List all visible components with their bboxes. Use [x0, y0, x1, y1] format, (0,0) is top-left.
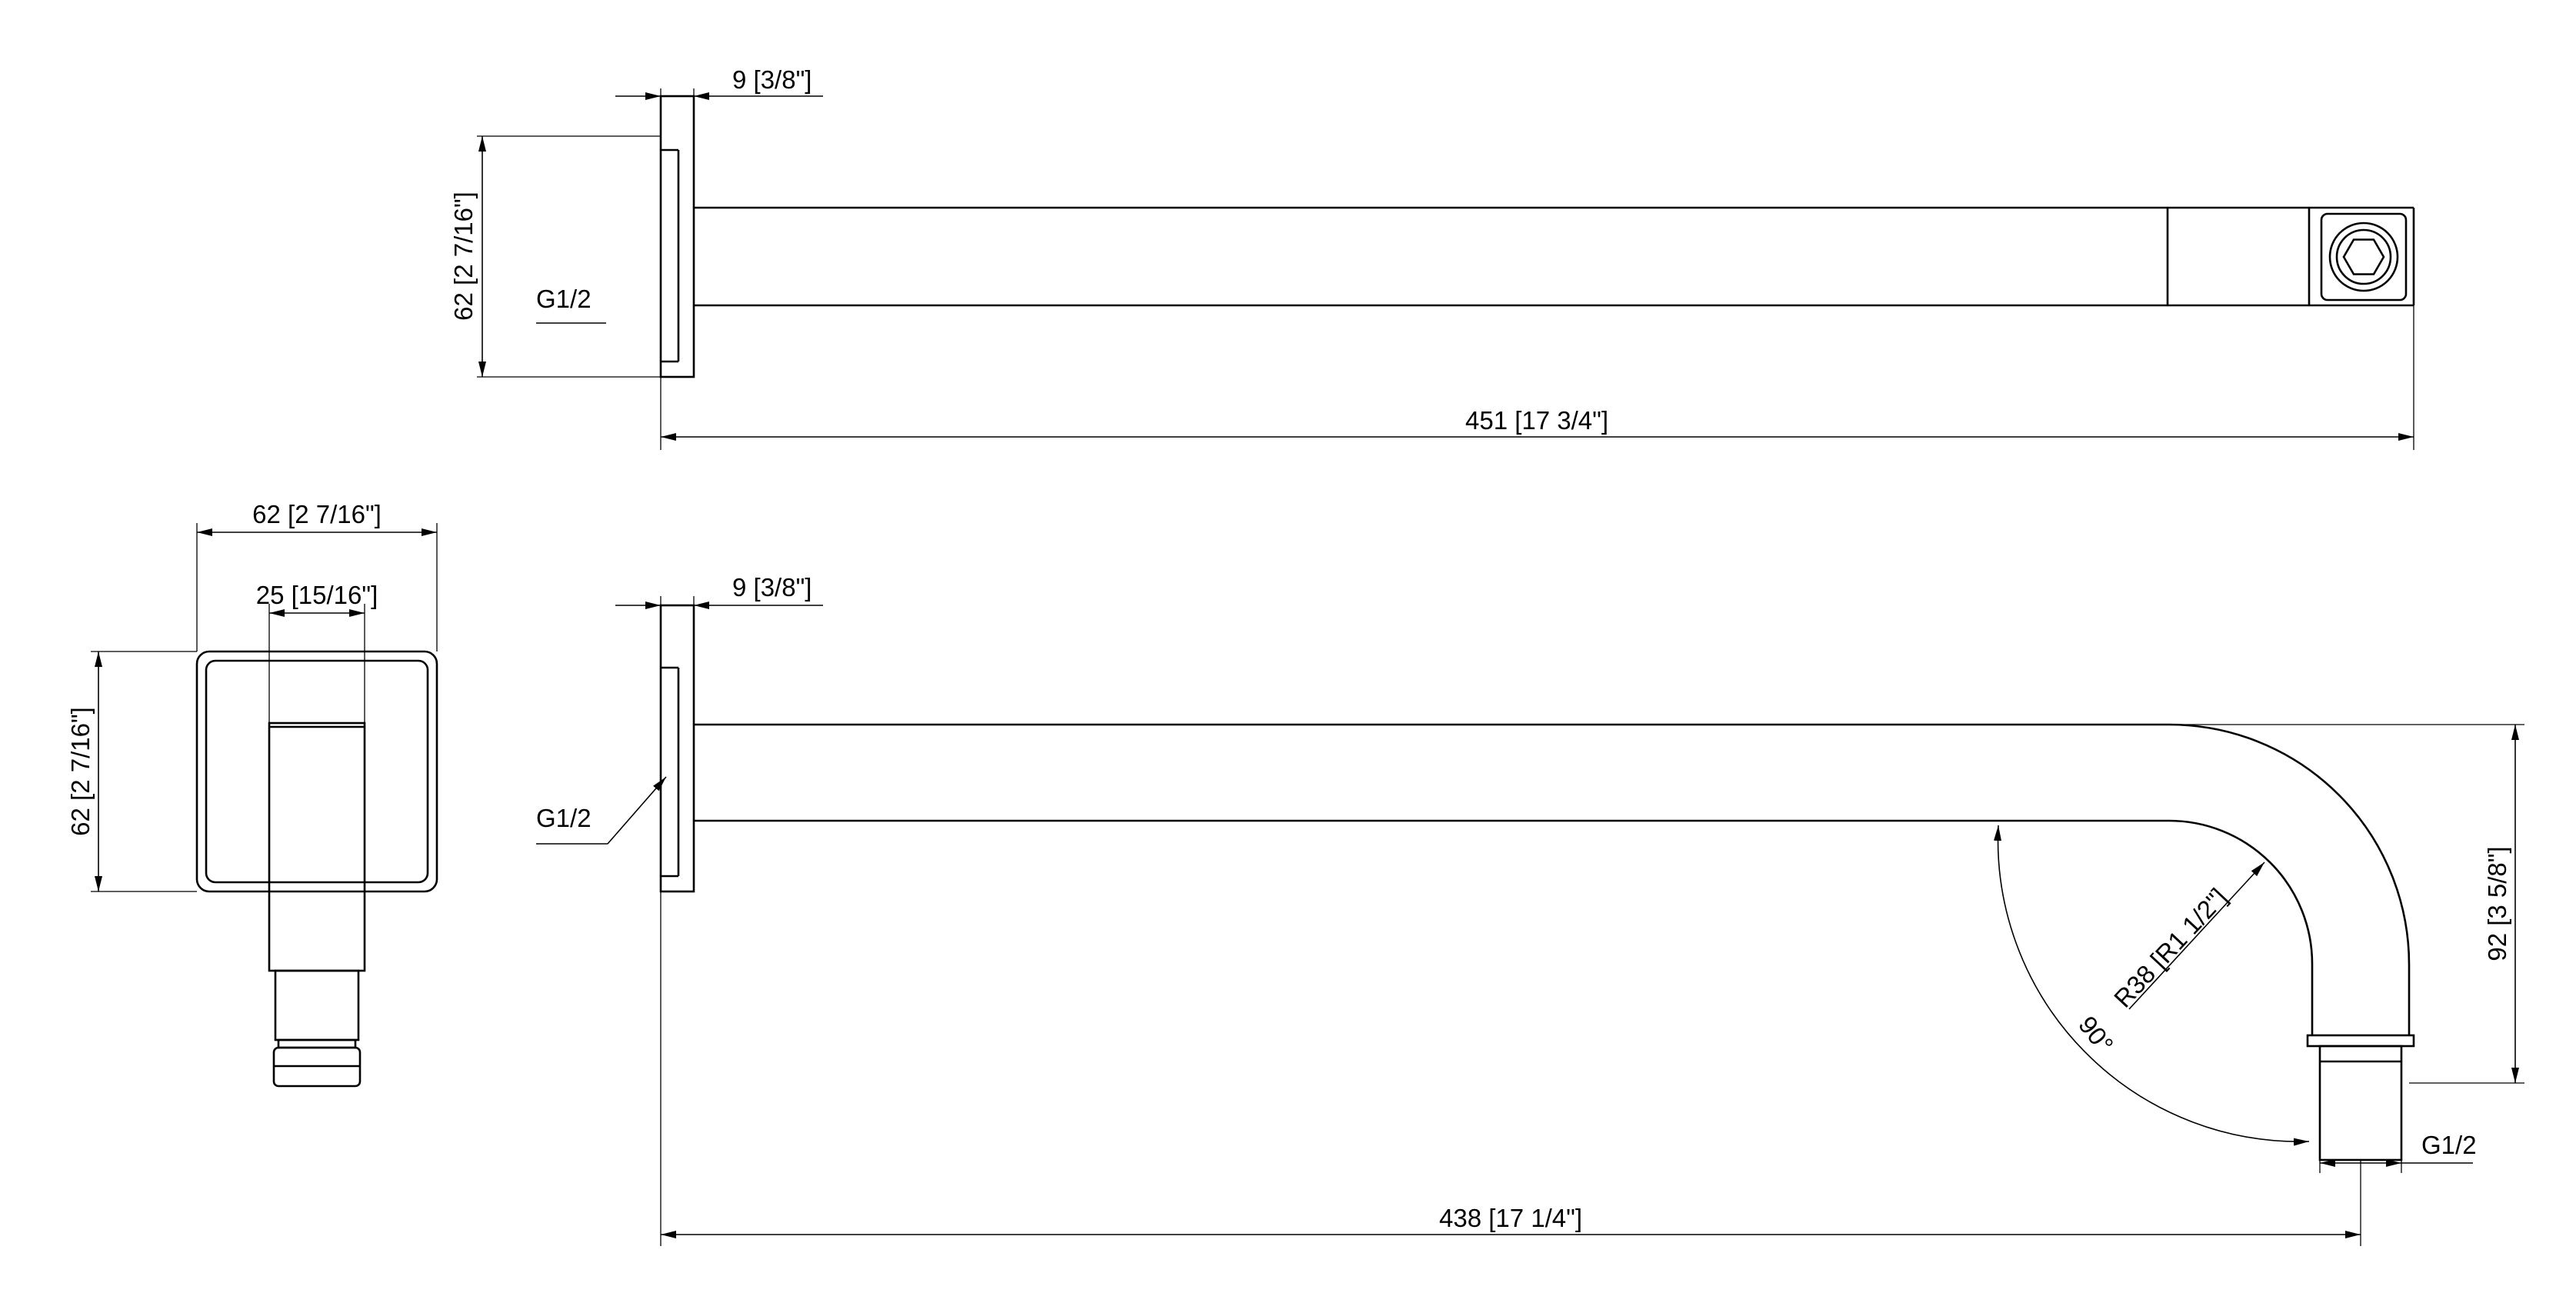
top-thread-label: G1/2	[536, 285, 592, 313]
side-flange	[659, 604, 695, 893]
side-arm	[694, 723, 2411, 1035]
end-width-label: 62 [2 7/16"]	[252, 500, 382, 528]
top-flange-height-label: 62 [2 7/16"]	[449, 192, 478, 321]
side-length-dimension: 438 [17 1/4"]	[661, 1160, 2361, 1246]
side-outlet-thread-label: G1/2	[2421, 1131, 2477, 1159]
top-arm	[694, 206, 2415, 307]
side-inlet-thread-label: G1/2	[536, 804, 592, 832]
end-width-dimension: 62 [2 7/16"]	[196, 500, 438, 652]
side-outlet	[2306, 1034, 2415, 1161]
side-length-label: 438 [17 1/4"]	[1439, 1204, 1582, 1232]
side-view: 9 [3/8"] G1/2 92 [3 5/8"] R38 [R1 1/2"] …	[536, 573, 2524, 1246]
end-height-label: 62 [2 7/16"]	[66, 707, 95, 836]
side-radius-callout: R38 [R1 1/2"]	[2108, 861, 2265, 1013]
top-nozzle	[2320, 212, 2408, 302]
side-radius-label: R38 [R1 1/2"]	[2108, 883, 2232, 1013]
end-arm	[268, 721, 366, 1088]
side-thickness-dimension: 9 [3/8"]	[615, 573, 823, 1246]
top-length-label: 451 [17 3/4"]	[1465, 406, 1608, 435]
side-inlet-thread-callout: G1/2	[536, 776, 667, 845]
top-thickness-label: 9 [3/8"]	[732, 65, 811, 94]
top-flange	[659, 95, 695, 378]
top-length-dimension: 451 [17 3/4"]	[661, 305, 2414, 450]
end-arm-width-dimension: 25 [15/16"]	[256, 581, 378, 723]
top-flange-height-dimension: 62 [2 7/16"]	[449, 135, 661, 378]
side-thickness-label: 9 [3/8"]	[732, 573, 811, 602]
top-view: 9 [3/8"] 62 [2 7/16"] G1/2 451 [17 3/4"]	[449, 65, 2415, 450]
end-height-dimension: 62 [2 7/16"]	[66, 651, 197, 892]
end-flange	[195, 650, 438, 893]
side-drop-label: 92 [3 5/8"]	[2483, 846, 2511, 961]
top-thickness-dimension: 9 [3/8"]	[615, 65, 823, 450]
top-thread-callout: G1/2	[536, 285, 606, 324]
end-view: 62 [2 7/16"] 25 [15/16"] 62 [2 7/16"]	[66, 500, 438, 1088]
side-drop-dimension: 92 [3 5/8"]	[2169, 724, 2524, 1084]
side-outlet-thread-callout: G1/2	[2319, 1131, 2477, 1173]
end-arm-width-label: 25 [15/16"]	[256, 581, 378, 609]
side-angle-label: 90°	[2073, 1011, 2119, 1058]
